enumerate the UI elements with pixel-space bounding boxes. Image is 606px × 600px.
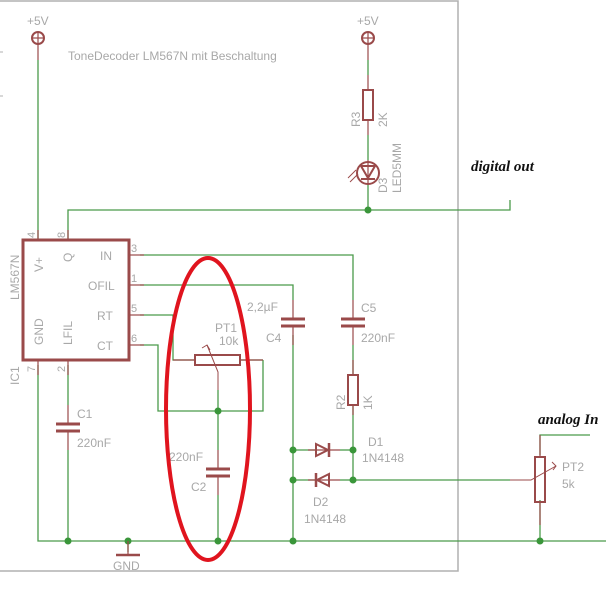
pin-name-lfil: LFIL [61, 321, 75, 345]
junction-dot [214, 407, 222, 415]
pin-number-6: 6 [131, 333, 137, 345]
potentiometer-icon [534, 456, 546, 503]
led-d3: D3 LED5MM [347, 143, 404, 193]
r3-ref: R3 [349, 111, 363, 127]
pin-name-rt: RT [97, 309, 113, 323]
r2-ref: R2 [334, 394, 348, 410]
capacitor-c1: C1 220nF [56, 405, 111, 450]
d1-value: 1N4148 [362, 451, 404, 465]
junctions [64, 206, 544, 545]
pin-name-q: Q [61, 253, 75, 262]
pt2-ref: PT2 [562, 460, 584, 474]
junction-dot [289, 537, 297, 545]
ic-value: LM567N [8, 255, 22, 300]
c4-ref: C4 [266, 331, 282, 345]
capacitor-c2: 220nF C2 [169, 450, 230, 495]
supply-label: +5V [27, 14, 49, 28]
pin-name-ofil: OFIL [88, 279, 115, 293]
diode-icon [315, 442, 331, 458]
resistor-icon [347, 374, 359, 406]
ic1-lm567n: LM567N IC1 V+ Q IN OFIL RT CT GND LFIL 4… [8, 230, 144, 385]
d2-value: 1N4148 [304, 512, 346, 526]
junction-dot [214, 537, 222, 545]
pt2-value: 5k [562, 477, 576, 491]
pt1-value: 10k [219, 334, 239, 348]
junction-dot [289, 446, 297, 454]
c2-ref: C2 [191, 480, 207, 494]
capacitor-c4: 2,2µF C4 [247, 300, 305, 345]
ic-ref: IC1 [8, 366, 22, 385]
junction-dot [64, 537, 72, 545]
potentiometer-pt2: PT2 5k [510, 435, 584, 525]
ic-body [21, 238, 131, 362]
pin-number-3: 3 [131, 243, 137, 255]
pin-number-5: 5 [131, 303, 137, 315]
c5-value: 220nF [361, 331, 395, 345]
sheet-frame [0, 0, 459, 572]
junction-dot [349, 476, 357, 484]
pin-number-2: 2 [56, 366, 68, 372]
pin-number-1: 1 [131, 273, 137, 285]
wires [37, 60, 606, 552]
junction-dot [349, 446, 357, 454]
supply-5v-right: +5V [357, 14, 379, 60]
supply-label: +5V [357, 14, 379, 28]
schematic-title: ToneDecoder LM567N mit Beschaltung [68, 49, 277, 63]
d3-value: LED5MM [390, 143, 404, 193]
ground-symbol: GND [113, 541, 140, 573]
pin-number-8: 8 [56, 232, 68, 238]
pin-number-7: 7 [26, 366, 38, 372]
resistor-r3: R3 2K [349, 75, 390, 135]
junction-dot [364, 206, 372, 214]
r2-value: 1K [361, 395, 375, 410]
r3-value: 2K [376, 112, 390, 127]
c1-value: 220nF [77, 436, 111, 450]
pin-name-ct: CT [97, 339, 114, 353]
potentiometer-pt1: PT1 10k [173, 321, 263, 390]
d3-ref: D3 [376, 177, 390, 193]
diode-icon [314, 472, 330, 488]
d1-ref: D1 [368, 435, 384, 449]
c1-ref: C1 [77, 407, 93, 421]
potentiometer-icon [194, 354, 241, 366]
led-icon [356, 161, 380, 185]
highlight-ellipse [164, 256, 252, 562]
junction-dot [536, 537, 544, 545]
gnd-label: GND [113, 559, 140, 573]
diode-d2: D2 1N4148 [304, 472, 346, 526]
diode-d1: D1 1N4148 [308, 435, 404, 465]
c2-value: 220nF [169, 450, 203, 464]
junction-dot [289, 476, 297, 484]
pin-name-gnd: GND [32, 318, 46, 345]
resistor-r2: R2 1K [334, 360, 375, 415]
d2-ref: D2 [313, 495, 329, 509]
c4-value: 2,2µF [247, 300, 278, 314]
resistor-icon [362, 89, 374, 121]
pin-name-vplus: V+ [32, 257, 46, 272]
digital-out-label: digital out [471, 159, 535, 175]
analog-in-label: analog In [538, 412, 598, 428]
capacitor-c5: C5 220nF [341, 300, 395, 345]
pt1-ref: PT1 [215, 321, 237, 335]
pin-number-4: 4 [26, 232, 38, 238]
supply-5v-left: +5V [27, 14, 49, 60]
pin-name-in: IN [100, 249, 112, 263]
c5-ref: C5 [361, 301, 377, 315]
